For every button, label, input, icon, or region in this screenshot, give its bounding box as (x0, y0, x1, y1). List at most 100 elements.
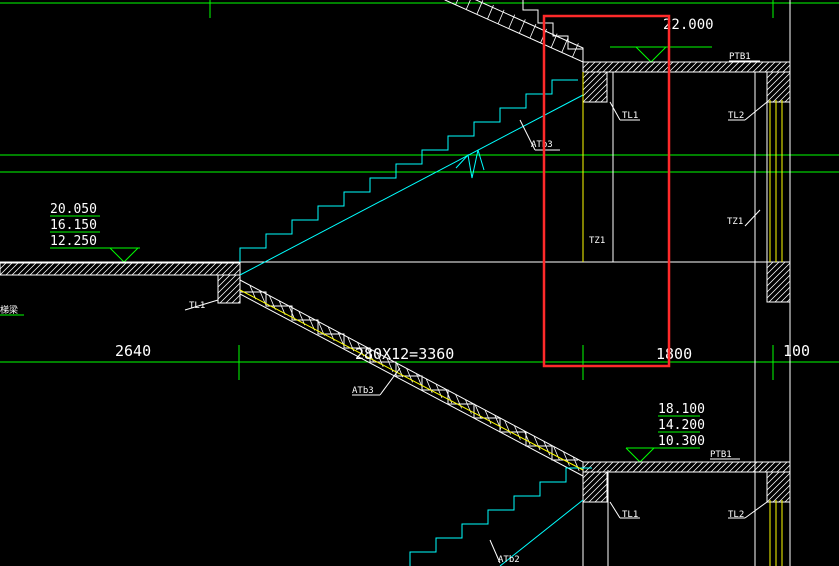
landing-slab-top-hatch (764, 61, 776, 73)
label-tl1-top: TL1 (622, 111, 638, 121)
beam-tl2-top-hatch (778, 90, 791, 103)
landing-slab-top-hatch (668, 61, 680, 73)
level-left-2: 16.150 (50, 218, 97, 233)
landing-slab-left-hatch (0, 262, 7, 270)
wall-hatch-right-hatch (766, 261, 780, 275)
landing-slab-left-hatch (131, 262, 145, 276)
beam-tl1-bottom-hatch (582, 471, 608, 497)
leader-tl1-bottom (609, 501, 621, 519)
landing-slab-left-hatch (233, 268, 241, 276)
landing-slab-bottom-hatch (602, 461, 614, 473)
landing-slab-left-hatch (137, 262, 151, 276)
lower-flight-slab-hatch (563, 451, 570, 466)
beam-tl1-bottom-hatch (588, 483, 608, 503)
level-bottom-1: 18.100 (658, 402, 705, 417)
label-tl1-bottom: TL1 (622, 510, 638, 520)
landing-slab-left-hatch (197, 262, 211, 276)
beam-tl2-bottom-hatch (766, 471, 780, 485)
beam-tl2-top-hatch (766, 72, 791, 97)
level-left-3: 12.250 (50, 234, 97, 249)
landing-slab-bottom-hatch (764, 461, 776, 473)
landing-slab-bottom-hatch (632, 461, 644, 473)
landing-slab-top-hatch (680, 61, 692, 73)
beam-tl2-bottom-hatch (766, 478, 791, 503)
landing-slab-bottom-hatch (740, 461, 752, 473)
upper-flight-slab-hatch (572, 43, 579, 58)
landing-slab-bottom-hatch (728, 461, 740, 473)
lower-flight-slab-hatch (288, 305, 296, 321)
landing-slab-top-hatch (614, 61, 626, 73)
beam-tl1-top-hatch (582, 77, 608, 103)
wall-hatch-right-hatch (766, 262, 791, 287)
landing-slab-bottom-hatch (698, 461, 710, 473)
beam-tl1-bottom-hatch (582, 471, 596, 485)
wall-hatch-right-hatch (766, 274, 791, 299)
beam-tl1-bottom-hatch (582, 471, 590, 479)
landing-slab-left-hatch (179, 262, 193, 276)
landing-slab-bottom-hatch (582, 461, 590, 469)
upper-flight-steps (522, 0, 584, 62)
level-top: 22.000 (663, 17, 714, 33)
beam-tl1-left-hatch (217, 274, 237, 294)
landing-slab-top-hatch (620, 61, 632, 73)
landing-slab-left-hatch (215, 262, 229, 276)
label-atb3-upper: ATb3 (531, 140, 553, 150)
landing-slab-top-hatch (776, 61, 788, 73)
landing-slab-bottom-hatch (680, 461, 692, 473)
leader-tl2-top (744, 101, 768, 121)
beam-tl1-bottom-hatch (582, 477, 608, 503)
landing-slab-left-hatch (143, 262, 157, 276)
landing-slab-bottom-hatch (626, 461, 638, 473)
landing-slab-left-hatch (0, 262, 13, 276)
label-atb3-lower: ATb3 (352, 386, 374, 396)
wall-hatch-right-hatch (766, 261, 774, 269)
landing-slab-top-hatch (698, 61, 710, 73)
landing-slab-bottom-hatch (686, 461, 698, 473)
beam-tl1-top-hatch (582, 71, 608, 97)
beam-tl1-top-hatch (582, 71, 596, 85)
landing-slab-top-hatch (608, 61, 620, 73)
level-left-triangle (109, 247, 139, 263)
level-bottom-3: 10.300 (658, 434, 705, 449)
wall-hatch-right-hatch (766, 261, 786, 281)
landing-slab-bottom-hatch (674, 461, 686, 473)
beam-tl2-top-hatch (784, 96, 791, 103)
landing-slab-top-hatch (638, 61, 650, 73)
beam-tl2-bottom-hatch (766, 471, 786, 491)
beam-tl1-bottom-hatch (594, 489, 608, 503)
landing-slab-top-hatch (758, 61, 770, 73)
front-flight-steps (239, 79, 578, 262)
landing-slab-bottom-hatch (752, 461, 764, 473)
landing-slab-bottom-hatch (608, 461, 620, 473)
label-tl2-bottom: TL2 (728, 510, 744, 520)
upper-flight-slab-hatch (476, 0, 484, 15)
landing-slab-left-hatch (5, 262, 19, 276)
upper-flight-slab-hatch (455, 0, 459, 5)
beam-tl1-top-hatch (582, 71, 602, 91)
beam-tl1-bottom (582, 471, 608, 503)
landing-slab-left-hatch (155, 262, 169, 276)
wall-hatch-right-hatch (768, 280, 791, 303)
label-atb2: ATb2 (498, 555, 520, 565)
leader-atb3-upper (519, 119, 536, 151)
landing-slab-left-hatch (65, 262, 79, 276)
beam-tl2-bottom-hatch (772, 484, 791, 503)
lower-flight-slab-hatch (514, 425, 521, 440)
landing-slab-bottom-hatch (650, 461, 662, 473)
dimension-wall: 100 (783, 342, 810, 360)
landing-slab-left-hatch (113, 262, 127, 276)
landing-slab-top-hatch (740, 61, 752, 73)
landing-slab-left-hatch (221, 262, 235, 276)
landing-slab-top-hatch (626, 61, 638, 73)
landing-slab-left-hatch (71, 262, 85, 276)
beam-tl1-left-hatch (219, 282, 241, 304)
landing-slab-left-hatch (203, 262, 217, 276)
landing-slab-left-hatch (173, 262, 187, 276)
landing-slab-top-hatch (752, 61, 764, 73)
beam-tl2-bottom-hatch (778, 490, 791, 503)
landing-slab-left-hatch (161, 262, 175, 276)
landing-slab-bottom-hatch (776, 461, 788, 473)
landing-slab-top-hatch (656, 61, 668, 73)
upper-flight-slab-hatch (561, 38, 569, 53)
lower-flight-slab (239, 279, 584, 477)
